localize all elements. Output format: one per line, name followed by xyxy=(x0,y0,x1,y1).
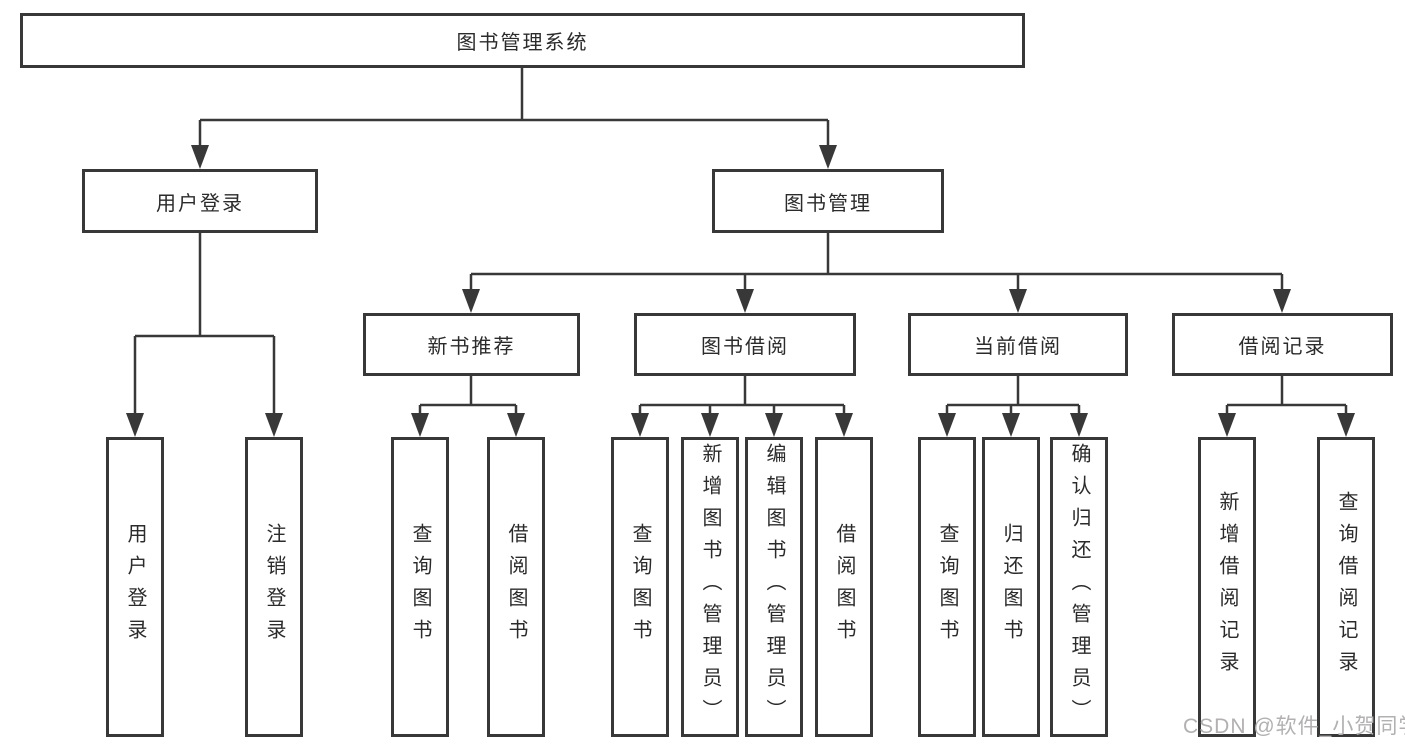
node-current-borrowing: 当前借阅 xyxy=(908,313,1128,376)
leaf-query-borrow-record: 查询借阅记录 xyxy=(1317,437,1375,737)
leaf-query-books-borrowing: 查询图书 xyxy=(611,437,669,737)
leaf-add-book-admin: 新增图书（管理员） xyxy=(681,437,739,737)
node-book-borrowing: 图书借阅 xyxy=(634,313,856,376)
csdn-watermark: CSDN @软件_小贺同学 xyxy=(1183,715,1405,738)
leaf-add-borrow-record: 新增借阅记录 xyxy=(1198,437,1256,737)
node-library-system: 图书管理系统 xyxy=(20,13,1025,68)
node-user-login: 用户登录 xyxy=(82,169,318,233)
node-new-book-recommendation: 新书推荐 xyxy=(363,313,580,376)
node-borrowing-records: 借阅记录 xyxy=(1172,313,1393,376)
leaf-borrow-books-recommend: 借阅图书 xyxy=(487,437,545,737)
leaf-query-books-recommend: 查询图书 xyxy=(391,437,449,737)
leaf-edit-book-admin: 编辑图书（管理员） xyxy=(745,437,803,737)
leaf-query-books-current: 查询图书 xyxy=(918,437,976,737)
leaf-confirm-return-admin: 确认归还（管理员） xyxy=(1050,437,1108,737)
node-book-management: 图书管理 xyxy=(712,169,944,233)
leaf-return-book: 归还图书 xyxy=(982,437,1040,737)
leaf-borrow-books-borrowing: 借阅图书 xyxy=(815,437,873,737)
leaf-user-login: 用户登录 xyxy=(106,437,164,737)
leaf-logout: 注销登录 xyxy=(245,437,303,737)
